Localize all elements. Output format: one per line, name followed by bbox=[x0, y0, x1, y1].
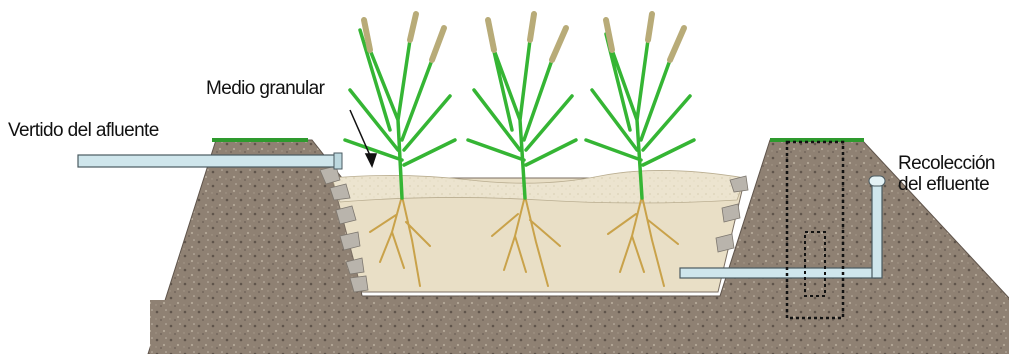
label-inlet: Vertido del afluente bbox=[8, 121, 159, 142]
label-granular-medium: Medio granular bbox=[206, 79, 324, 100]
label-outlet-line1: Recolección bbox=[898, 154, 995, 175]
label-outlet: Recolección del efluente bbox=[898, 154, 995, 196]
plant-1 bbox=[345, 14, 455, 198]
plant-3 bbox=[586, 14, 694, 198]
inlet-pipe bbox=[78, 153, 342, 169]
grass-cap-left bbox=[212, 138, 308, 142]
soil-base bbox=[150, 300, 1009, 354]
sand-layer bbox=[332, 170, 745, 203]
label-outlet-line2: del efluente bbox=[898, 175, 995, 196]
plant-2 bbox=[468, 14, 576, 198]
